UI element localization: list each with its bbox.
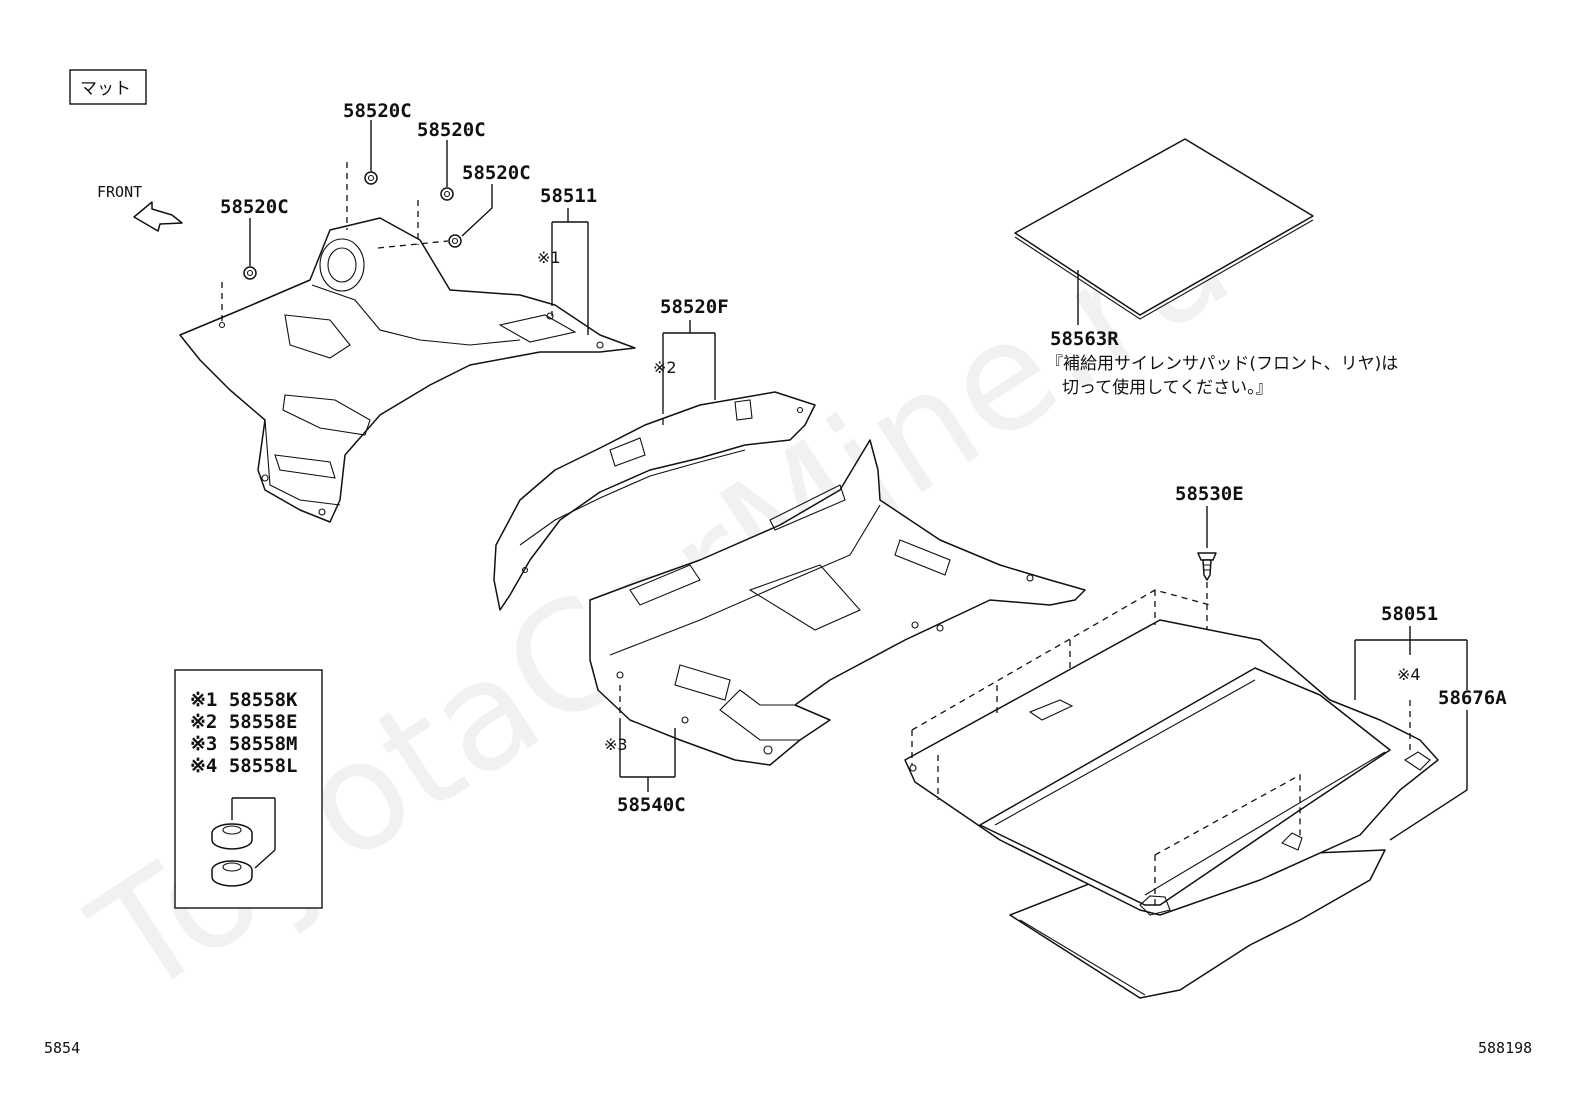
legend-row-1: ※1 58558K: [190, 689, 298, 711]
grommet-icon: [211, 823, 253, 850]
clip-icon: [364, 171, 378, 185]
label-58520C-d: 58520C: [462, 162, 531, 184]
luggage-mat: [904, 589, 1439, 916]
label-58676A: 58676A: [1438, 687, 1507, 709]
legend-row-2: ※2 58558E: [190, 711, 297, 733]
label-58520C-b: 58520C: [343, 100, 412, 122]
legend-row-4: ※4 58558L: [190, 755, 297, 777]
label-58563R: 58563R: [1050, 328, 1119, 350]
label-58540C: 58540C: [617, 794, 686, 816]
ref-mark-4: ※4: [1397, 665, 1421, 684]
callout-58676A: 58676A: [1389, 687, 1507, 841]
label-58511: 58511: [540, 185, 597, 207]
callout-58051: 58051 ※4: [1354, 603, 1468, 700]
callout-58540C: ※3 58540C: [604, 685, 686, 816]
rear-floor-carpet: [589, 439, 1086, 766]
side-carpet: [493, 391, 816, 611]
section-tag-text: マット: [80, 79, 131, 99]
section-tag: マット: [69, 69, 147, 105]
label-58520C-c: 58520C: [417, 119, 486, 141]
ref-mark-1: ※1: [537, 248, 561, 267]
label-58520F: 58520F: [660, 296, 729, 318]
clip-icon: [448, 234, 462, 248]
clip-group-front: 58520C 58520C 58520C 58520C: [220, 100, 531, 325]
callout-58563R: 58563R 『補給用サイレンサパッド(フロント、リヤ)は 切って使用してくださ…: [1046, 270, 1398, 398]
grommet-legend: ※1 58558K ※2 58558E ※3 58558M ※4 58558L: [174, 669, 323, 909]
label-58520C-a: 58520C: [220, 196, 289, 218]
clip-icon: [243, 266, 257, 280]
silencer-note-line2: 切って使用してください。』: [1062, 377, 1273, 398]
front-arrow-icon: [133, 201, 183, 232]
front-arrow: FRONT: [97, 183, 183, 232]
silencer-note-line1: 『補給用サイレンサパッド(フロント、リヤ)は: [1046, 354, 1398, 374]
label-58530E: 58530E: [1175, 483, 1244, 505]
front-label: FRONT: [97, 183, 142, 201]
grommet-icon: [211, 860, 253, 887]
silencer-pad: [1014, 138, 1314, 320]
page-code-right: 588198: [1478, 1039, 1532, 1057]
clip-icon: [440, 187, 454, 201]
front-floor-carpet: [179, 217, 636, 523]
page-code-left: 5854: [44, 1039, 80, 1057]
legend-row-3: ※3 58558M: [190, 733, 297, 755]
label-58051: 58051: [1381, 603, 1438, 625]
callout-58520F: 58520F ※2: [653, 296, 729, 425]
push-clip-icon: [1197, 552, 1217, 581]
callout-58530E: 58530E: [1175, 483, 1244, 640]
ref-mark-3: ※3: [604, 735, 628, 754]
ref-mark-2: ※2: [653, 358, 677, 377]
callout-58511: 58511 ※1: [537, 185, 597, 335]
